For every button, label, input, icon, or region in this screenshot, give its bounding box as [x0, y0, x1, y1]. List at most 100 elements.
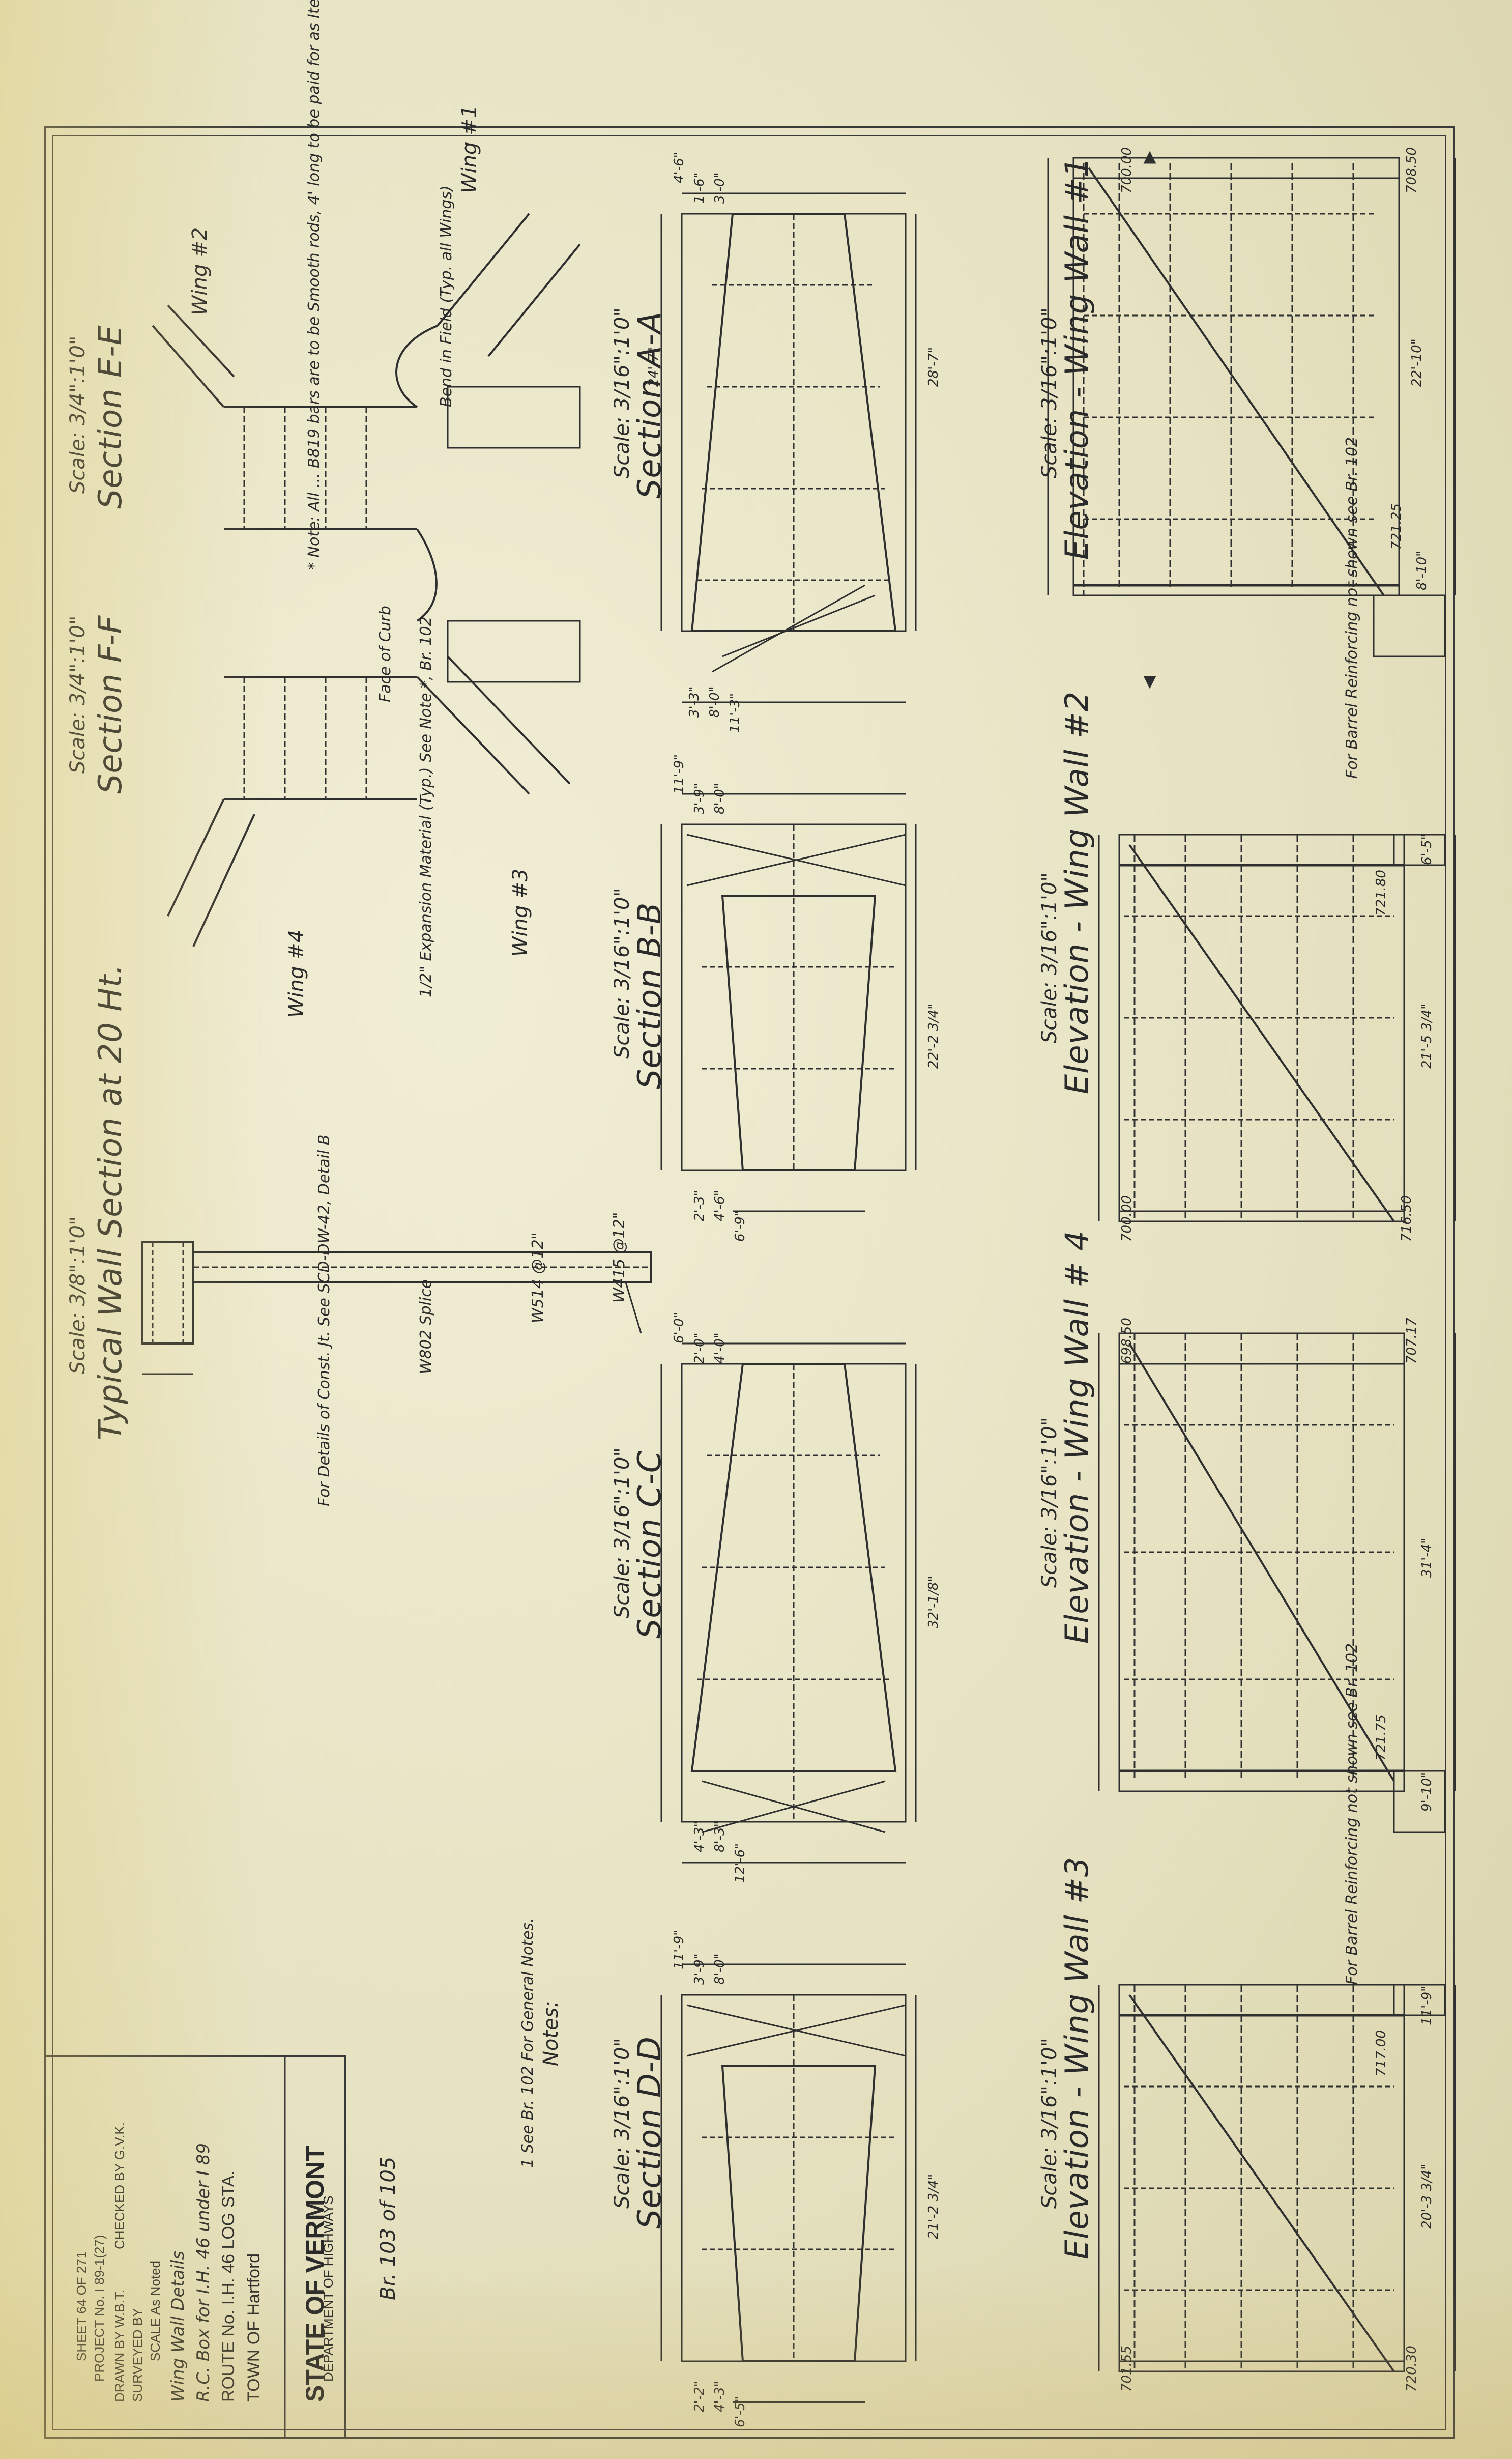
drawn-by: DRAWN BY W.B.T.	[112, 2289, 127, 2402]
section-dd-scale: Scale: 3/16":1'0"	[610, 2038, 634, 2209]
elev-wing3-top: 717.00	[1374, 2030, 1389, 2076]
project-number: PROJECT No. I 89-1(27)	[92, 2235, 107, 2382]
elev-wing2-top: 721.80	[1374, 870, 1389, 916]
dim-bb-height: 22'-2 3/4"	[926, 1003, 941, 1069]
note-face-of-curb: Face of Curb	[376, 606, 394, 702]
dim-wing2-height: 6'-5"	[1419, 834, 1435, 865]
dim-bb-top: 11'-9"	[672, 754, 687, 794]
dim-wing1-height: 8'-10"	[1414, 550, 1430, 590]
elev-wing3-bottom: 701.55	[1119, 2346, 1135, 2392]
section-bb-title: Section B-B	[631, 902, 668, 1089]
note-barrel-wing1: For Barrel Reinforcing not shown see Br.…	[1343, 437, 1361, 779]
scale-field: SCALE As Noted	[148, 2261, 163, 2361]
section-dd-drawing	[660, 1963, 917, 2403]
dim-aa-c: 3'-3"	[687, 686, 702, 718]
elevation-wing4-drawing	[1098, 1332, 1456, 1833]
sheet-number: SHEET 64 OF 271	[74, 2251, 89, 2361]
dim-aa-inner: 24'-7"	[646, 347, 661, 387]
wing2-label: Wing #2	[188, 227, 212, 316]
elevation-wing2-scale: Scale: 3/16":1'0"	[1038, 872, 1061, 1043]
wing4-label: Wing #4	[285, 929, 308, 1018]
dim-aa-base: 11'-3"	[728, 693, 743, 733]
section-aa-drawing	[660, 192, 917, 703]
dim-dd-top: 11'-9"	[672, 1929, 687, 1969]
dim-aa-top: 4'-6"	[672, 152, 687, 183]
section-dd-title: Section D-D	[631, 2036, 668, 2229]
section-aa-title: Section A-A	[631, 311, 668, 499]
dim-wing3-height: 11'-9"	[1419, 1985, 1435, 2025]
section-cc-drawing	[660, 1342, 917, 1864]
dim-dd-a: 3'-9"	[692, 1953, 707, 1985]
section-bb-drawing	[660, 793, 917, 1212]
notes-heading: Notes:	[539, 2000, 563, 2066]
dim-cc-a: 2'-0"	[692, 1332, 707, 1364]
note-expansion-material: 1/2" Expansion Material (Typ.) See Note …	[417, 616, 435, 997]
elevation-wing1-drawing	[1047, 151, 1456, 689]
wing3-label: Wing #3	[509, 868, 532, 957]
dim-bb-d: 4'-6"	[712, 1190, 728, 1221]
section-aa-scale: Scale: 3/16":1'0"	[610, 307, 634, 478]
elev-wing1-top: 721.25	[1389, 503, 1404, 550]
section-cc-title: Section C-C	[631, 1450, 668, 1639]
dim-dd-base: 6'-5"	[733, 2396, 748, 2427]
dim-aa-d: 8'-0"	[707, 686, 722, 718]
dim-dd-b: 8'-0"	[712, 1953, 728, 1985]
elevation-wing2-title: Elevation - Wing Wall #2	[1058, 691, 1095, 1094]
elevation-wing4-scale: Scale: 3/16":1'0"	[1038, 1417, 1061, 1588]
dim-aa-b: 3'-0"	[712, 172, 728, 204]
dim-bb-a: 3'-9"	[692, 783, 707, 814]
note-barrel-wing4: For Barrel Reinforcing not shown see Br.…	[1343, 1643, 1361, 1985]
route-field: ROUTE No. I.H. 46 LOG STA.	[219, 2170, 238, 2402]
section-ee-title: Section E-E	[92, 325, 129, 509]
dim-wing3-length: 20'-3 3/4"	[1419, 2163, 1435, 2229]
label-w415: W415 @12"	[610, 1212, 628, 1303]
dim-wing2-length: 21'-5 3/4"	[1419, 1003, 1435, 1069]
dim-wing1-length: 22'-10"	[1409, 338, 1424, 387]
label-w802-splice: W802 Splice	[417, 1279, 435, 1374]
elevation-wing2-drawing	[1098, 834, 1456, 1222]
elevation-wing1-scale: Scale: 3/16":1'0"	[1038, 307, 1061, 478]
elev-wing1-bottom: 700.00	[1119, 147, 1135, 193]
section-ee-scale: Scale: 3/4":1'0"	[66, 335, 90, 494]
note-smooth-rods: * Note: All ... B819 bars are to be Smoo…	[305, 0, 323, 570]
section-ff-scale: Scale: 3/4":1'0"	[66, 615, 90, 774]
elev-wing4-mid: 707.17	[1404, 1318, 1419, 1364]
elevation-wing4-title: Elevation - Wing Wall # 4	[1058, 1230, 1095, 1644]
note-general: 1 See Br. 102 For General Notes.	[519, 1918, 537, 2168]
elevation-wing3-scale: Scale: 3/16":1'0"	[1038, 2038, 1061, 2209]
dim-wing4-height: 9'-10"	[1419, 1771, 1435, 1812]
typical-wall-section-scale: Scale: 3/8":1'0"	[66, 1216, 90, 1374]
dim-aa-height: 28'-7"	[926, 347, 941, 387]
elev-wing2-bottom: 700.00	[1119, 1195, 1135, 1242]
dim-cc-base: 12'-6"	[733, 1843, 748, 1883]
dim-dd-height: 21'-2 3/4"	[926, 2174, 941, 2239]
typical-wall-section-drawing	[141, 1241, 652, 1375]
sheet-title: Wing Wall Details	[168, 2250, 188, 2402]
sheet-border	[44, 126, 1455, 2439]
elevation-wing3-title: Elevation - Wing Wall #3	[1058, 1856, 1095, 2260]
dim-dd-c: 2'-2"	[692, 2381, 707, 2412]
dim-bb-base: 6'-9"	[733, 1210, 748, 1242]
elevation-wing1-title: Elevation - Wing Wall #1	[1058, 156, 1095, 560]
note-construction-joint: For Details of Const. Jt. See SCD-DW-42,…	[315, 1134, 333, 1506]
dim-cc-c: 4'-3"	[692, 1821, 707, 1852]
town-field: TOWN OF Hartford	[244, 2253, 264, 2402]
typical-wall-section-title: Typical Wall Section at 20 Ht.	[92, 963, 129, 1440]
elev-wing4-bottom: 698.50	[1119, 1318, 1135, 1364]
dim-cc-height: 32'-1/8"	[926, 1576, 941, 1628]
dim-cc-top: 6'-0"	[672, 1312, 687, 1343]
section-ff-title: Section F-F	[92, 615, 129, 794]
checked-by: CHECKED BY G.V.K.	[112, 2122, 127, 2249]
plan-wings-drawing	[152, 213, 581, 947]
dim-cc-d: 8'-3"	[712, 1821, 728, 1852]
elevation-wing3-drawing	[1098, 1984, 1456, 2372]
elev-wing4-top: 721.75	[1374, 1714, 1389, 1761]
dim-aa-a: 1'-6"	[692, 172, 707, 204]
dim-bb-c: 2'-3"	[692, 1190, 707, 1221]
sheet-reference: Br. 103 of 105	[376, 2156, 400, 2300]
note-bend-in-field: Bend in Field (Typ. all Wings)	[438, 185, 455, 407]
dim-cc-b: 4'-0"	[712, 1332, 728, 1364]
elev-wing2-mid: 716.50	[1399, 1195, 1414, 1242]
label-w514: W514 @12"	[529, 1232, 547, 1323]
